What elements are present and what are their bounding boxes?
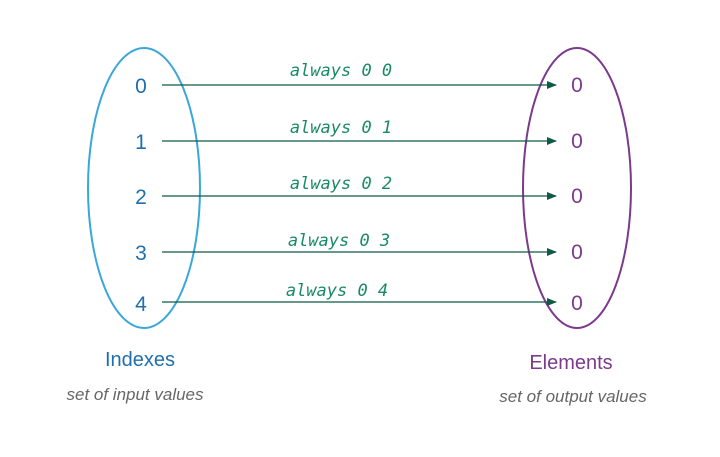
elements-subtitle: set of output values (499, 387, 647, 406)
mapping-label-0: always 0 0 (290, 61, 392, 81)
indexes-set-ellipse (87, 47, 201, 329)
indexes-title: Indexes (105, 349, 175, 371)
elements-set-ellipse (522, 47, 632, 329)
element-label-0: 0 (571, 74, 583, 97)
mapping-label-1: always 0 1 (290, 118, 392, 138)
index-label-2: 2 (135, 186, 147, 209)
index-label-3: 3 (135, 242, 147, 265)
element-label-2: 0 (571, 185, 583, 208)
element-label-4: 0 (571, 292, 583, 315)
element-label-3: 0 (571, 241, 583, 264)
mapping-label-4: always 0 4 (286, 281, 388, 301)
index-label-1: 1 (135, 131, 147, 154)
element-label-1: 0 (571, 130, 583, 153)
mapping-label-3: always 0 3 (288, 231, 390, 251)
mapping-label-2: always 0 2 (290, 174, 392, 194)
elements-title: Elements (529, 352, 612, 374)
index-label-4: 4 (135, 293, 147, 316)
index-label-0: 0 (135, 75, 147, 98)
indexes-subtitle: set of input values (66, 385, 204, 404)
